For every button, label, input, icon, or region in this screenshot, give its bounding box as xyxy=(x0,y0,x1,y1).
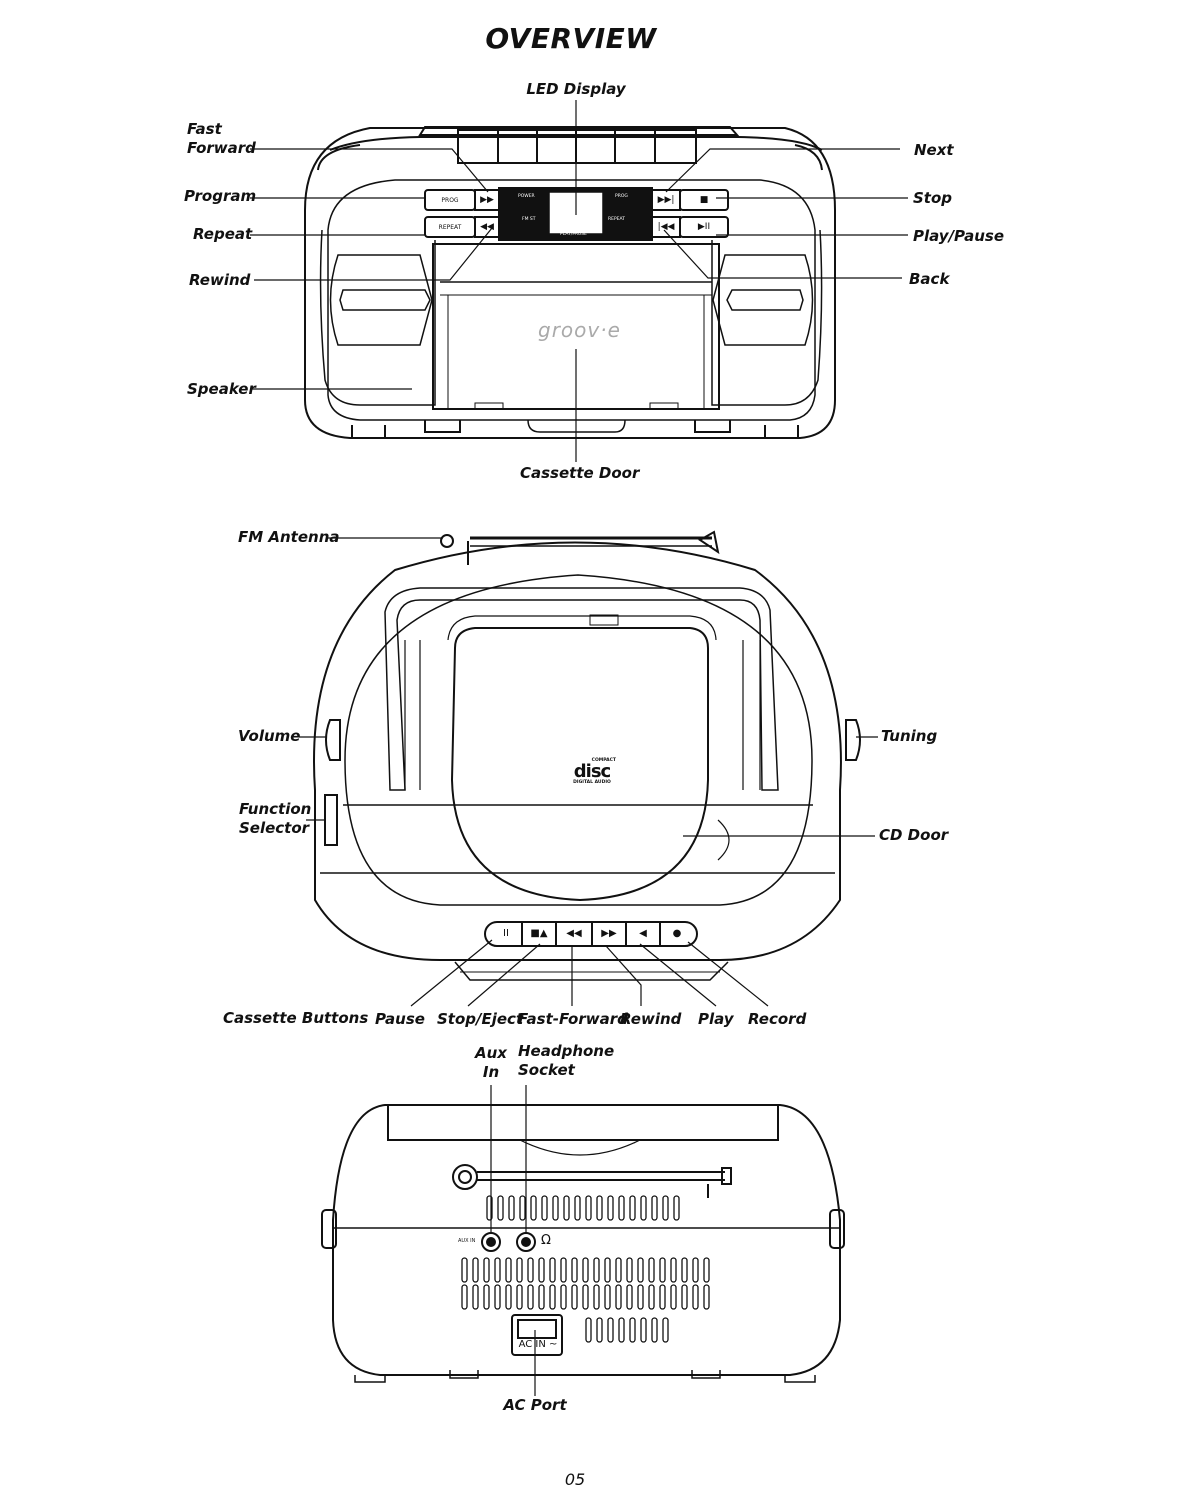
repeat-indicator-label: REPEAT xyxy=(608,217,626,222)
repeat-button[interactable]: REPEAT xyxy=(425,217,475,237)
leader-lines xyxy=(250,100,908,1396)
label-headphone-line1: Headphone xyxy=(518,1042,615,1060)
next-track-icon[interactable]: ▶▶| xyxy=(657,195,675,205)
label-fast-forward-cassette: Fast-Forward xyxy=(518,1010,628,1028)
back-view-drawing xyxy=(321,1104,845,1383)
prog-indicator-label: PROG xyxy=(615,194,628,199)
label-ac-port: AC Port xyxy=(503,1396,567,1414)
label-tuning: Tuning xyxy=(881,727,938,745)
label-function-selector-line2: Selector xyxy=(239,819,310,837)
play-pause-icon[interactable]: ▶II xyxy=(697,222,711,232)
label-repeat: Repeat xyxy=(193,225,253,243)
headphone-icon: Ω xyxy=(541,1233,551,1248)
label-aux-in-line1: Aux xyxy=(475,1044,507,1062)
rewind-icon[interactable]: ◀◀ xyxy=(480,222,494,232)
aux-in-port-label: AUX IN xyxy=(458,1238,476,1244)
rewind-icon[interactable]: ◀◀ xyxy=(566,928,582,939)
label-pause: Pause xyxy=(375,1010,425,1028)
page-number: 05 xyxy=(564,1470,586,1489)
label-cassette-door: Cassette Door xyxy=(520,464,640,482)
pause-icon[interactable]: II xyxy=(503,928,509,939)
label-volume: Volume xyxy=(238,727,301,745)
label-record: Record xyxy=(748,1010,807,1028)
compact-disc-logo-line3: DIGITAL AUDIO xyxy=(573,780,611,785)
label-back: Back xyxy=(909,270,950,288)
play-pause-indicator-label: PLAY/PAUSE xyxy=(560,232,587,237)
brand-logo: groov·e xyxy=(538,318,621,342)
record-icon[interactable]: ● xyxy=(672,928,682,939)
compact-disc-logo: COMPACT disc DIGITAL AUDIO xyxy=(562,758,622,785)
label-play-pause: Play/Pause xyxy=(913,227,1004,245)
ac-in-port-label: AC IN ~ xyxy=(518,1339,558,1350)
label-aux-in: Aux In xyxy=(471,1044,511,1082)
previous-track-icon[interactable]: |◀◀ xyxy=(657,222,675,232)
fast-forward-icon[interactable]: ▶▶ xyxy=(601,928,617,939)
prog-button[interactable]: PROG xyxy=(425,190,475,210)
label-function-selector-line1: Function xyxy=(239,800,312,818)
back-vents xyxy=(461,1195,710,1343)
stop-eject-icon[interactable]: ■▲ xyxy=(530,928,548,939)
prog-button-label: PROG xyxy=(441,196,459,204)
compact-disc-logo-line2: disc xyxy=(573,761,611,782)
label-aux-in-line2: In xyxy=(482,1063,500,1081)
label-headphone-line2: Socket xyxy=(518,1061,575,1079)
fm-st-indicator-label: FM ST xyxy=(522,217,536,222)
label-cd-door: CD Door xyxy=(879,826,949,844)
page-title: OVERVIEW xyxy=(485,22,657,55)
fast-forward-icon[interactable]: ▶▶ xyxy=(480,195,494,205)
label-rewind-cassette: Rewind xyxy=(620,1010,682,1028)
label-fast-forward: Fast Forward xyxy=(187,120,256,158)
label-led-display: LED Display xyxy=(526,80,626,98)
label-function-selector: Function Selector xyxy=(239,800,311,838)
label-stop: Stop xyxy=(913,189,953,207)
label-play: Play xyxy=(698,1010,734,1028)
label-speaker: Speaker xyxy=(187,380,256,398)
compact-disc-logo-line1: COMPACT xyxy=(591,758,616,763)
label-fast-forward-line2: Forward xyxy=(187,139,256,157)
power-indicator-label: POWER xyxy=(518,194,535,199)
label-cassette-buttons: Cassette Buttons xyxy=(223,1009,369,1027)
repeat-button-label: REPEAT xyxy=(438,223,462,231)
label-rewind: Rewind xyxy=(189,271,251,289)
label-stop-eject: Stop/Eject xyxy=(437,1010,524,1028)
top-view-drawing xyxy=(313,530,861,981)
front-view-drawing xyxy=(304,126,836,439)
play-icon[interactable]: ◀ xyxy=(639,928,647,939)
stop-icon[interactable]: ■ xyxy=(699,195,709,205)
label-headphone-socket: Headphone Socket xyxy=(518,1042,614,1080)
label-fast-forward-line1: Fast xyxy=(187,120,222,138)
label-program: Program xyxy=(184,187,257,205)
label-next: Next xyxy=(914,141,954,159)
label-fm-antenna: FM Antenna xyxy=(238,528,340,546)
